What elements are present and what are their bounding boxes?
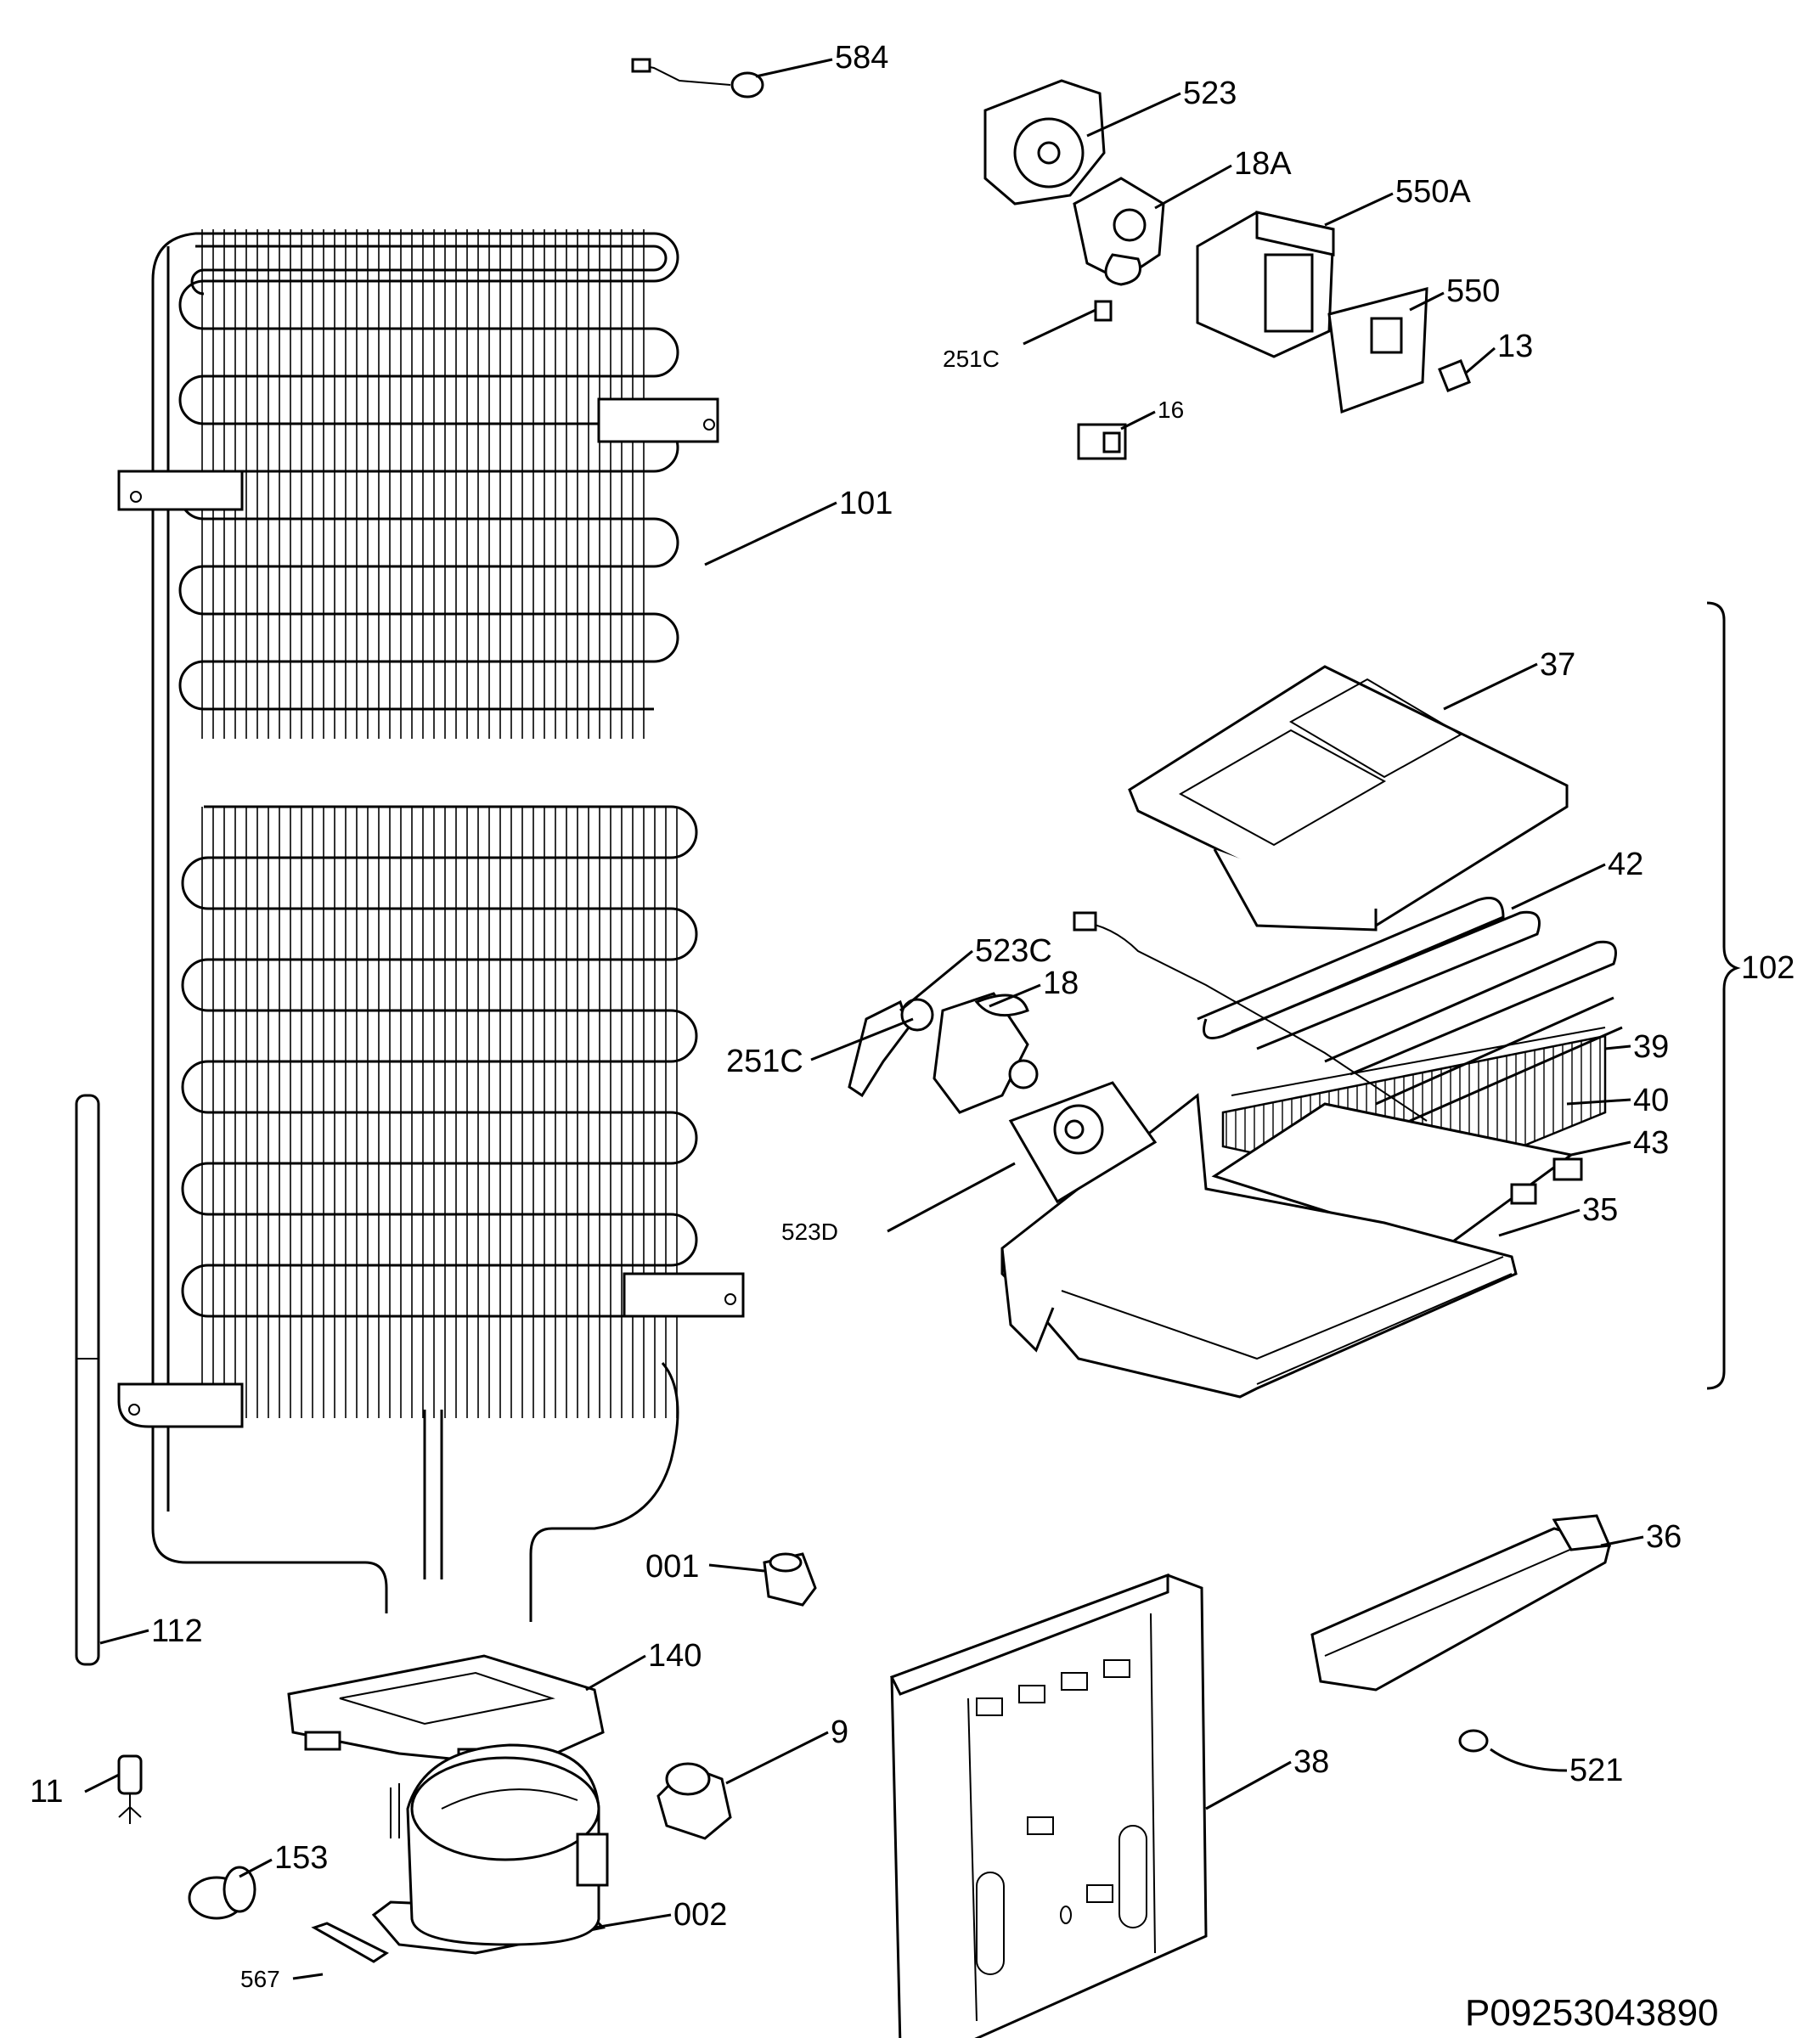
label-13: 13 <box>1497 329 1533 364</box>
label-38: 38 <box>1293 1744 1329 1780</box>
part-43a <box>1510 1183 1537 1205</box>
part-567 <box>311 1922 389 1963</box>
part-153 <box>188 1866 256 1920</box>
drain-tube <box>75 1094 100 1666</box>
label-523C: 523C <box>975 933 1052 969</box>
part-251C-small <box>1094 300 1113 322</box>
part-43b <box>1552 1157 1583 1181</box>
compressor-002 <box>371 1743 609 1955</box>
part-001 <box>763 1552 817 1607</box>
label-18A: 18A <box>1234 146 1292 182</box>
cover-550 <box>1327 287 1428 414</box>
part-36 <box>1310 1514 1612 1692</box>
label-9: 9 <box>831 1714 848 1750</box>
bracket-102 <box>1706 601 1741 1390</box>
part-11 <box>117 1754 143 1824</box>
label-36: 36 <box>1646 1519 1682 1555</box>
label-251C-mid: 251C <box>726 1044 803 1079</box>
grommet-251C <box>900 998 934 1032</box>
fan-housing-523 <box>983 79 1106 205</box>
label-550: 550 <box>1446 273 1500 309</box>
compressor-mount-140 <box>287 1654 605 1768</box>
label-521: 521 <box>1569 1753 1623 1788</box>
fan-18 <box>933 992 1039 1114</box>
label-523: 523 <box>1183 76 1237 111</box>
evaporator-cover-37 <box>1128 665 1569 932</box>
label-153: 153 <box>274 1840 328 1876</box>
label-102: 102 <box>1741 950 1795 986</box>
label-550A: 550A <box>1395 174 1471 210</box>
condenser <box>117 229 745 1622</box>
label-37: 37 <box>1540 647 1575 683</box>
label-140: 140 <box>648 1638 702 1674</box>
ring-521 <box>1458 1729 1489 1753</box>
sensor-584 <box>631 58 764 99</box>
fan-plate-523D <box>1008 1081 1158 1204</box>
label-18: 18 <box>1043 966 1079 1001</box>
panel-38 <box>889 1573 1208 2038</box>
part-13 <box>1438 359 1471 392</box>
label-002: 002 <box>673 1897 727 1933</box>
label-43: 43 <box>1633 1125 1669 1161</box>
fan-bracket-523C <box>848 999 910 1098</box>
label-251C-top: 251C <box>943 346 1000 372</box>
label-001: 001 <box>645 1549 699 1585</box>
fan-motor-18A <box>1073 177 1165 286</box>
tray-35 <box>1000 1093 1518 1399</box>
control-box-550A <box>1196 211 1335 358</box>
label-16: 16 <box>1158 397 1184 423</box>
label-523D: 523D <box>781 1219 838 1245</box>
leader-lines <box>84 58 1644 1980</box>
label-35: 35 <box>1582 1192 1618 1228</box>
label-11: 11 <box>30 1774 63 1810</box>
label-40: 40 <box>1633 1083 1669 1118</box>
label-39: 39 <box>1633 1029 1669 1065</box>
label-112: 112 <box>151 1613 203 1649</box>
label-567: 567 <box>240 1966 280 1992</box>
switch-16 <box>1077 423 1127 460</box>
part-9 <box>656 1762 732 1840</box>
label-42: 42 <box>1608 847 1643 882</box>
label-101: 101 <box>839 486 893 521</box>
label-584: 584 <box>835 40 888 76</box>
heater-42 <box>1073 897 1623 1123</box>
diagram-code: P09253043890 <box>1465 1992 1719 2034</box>
